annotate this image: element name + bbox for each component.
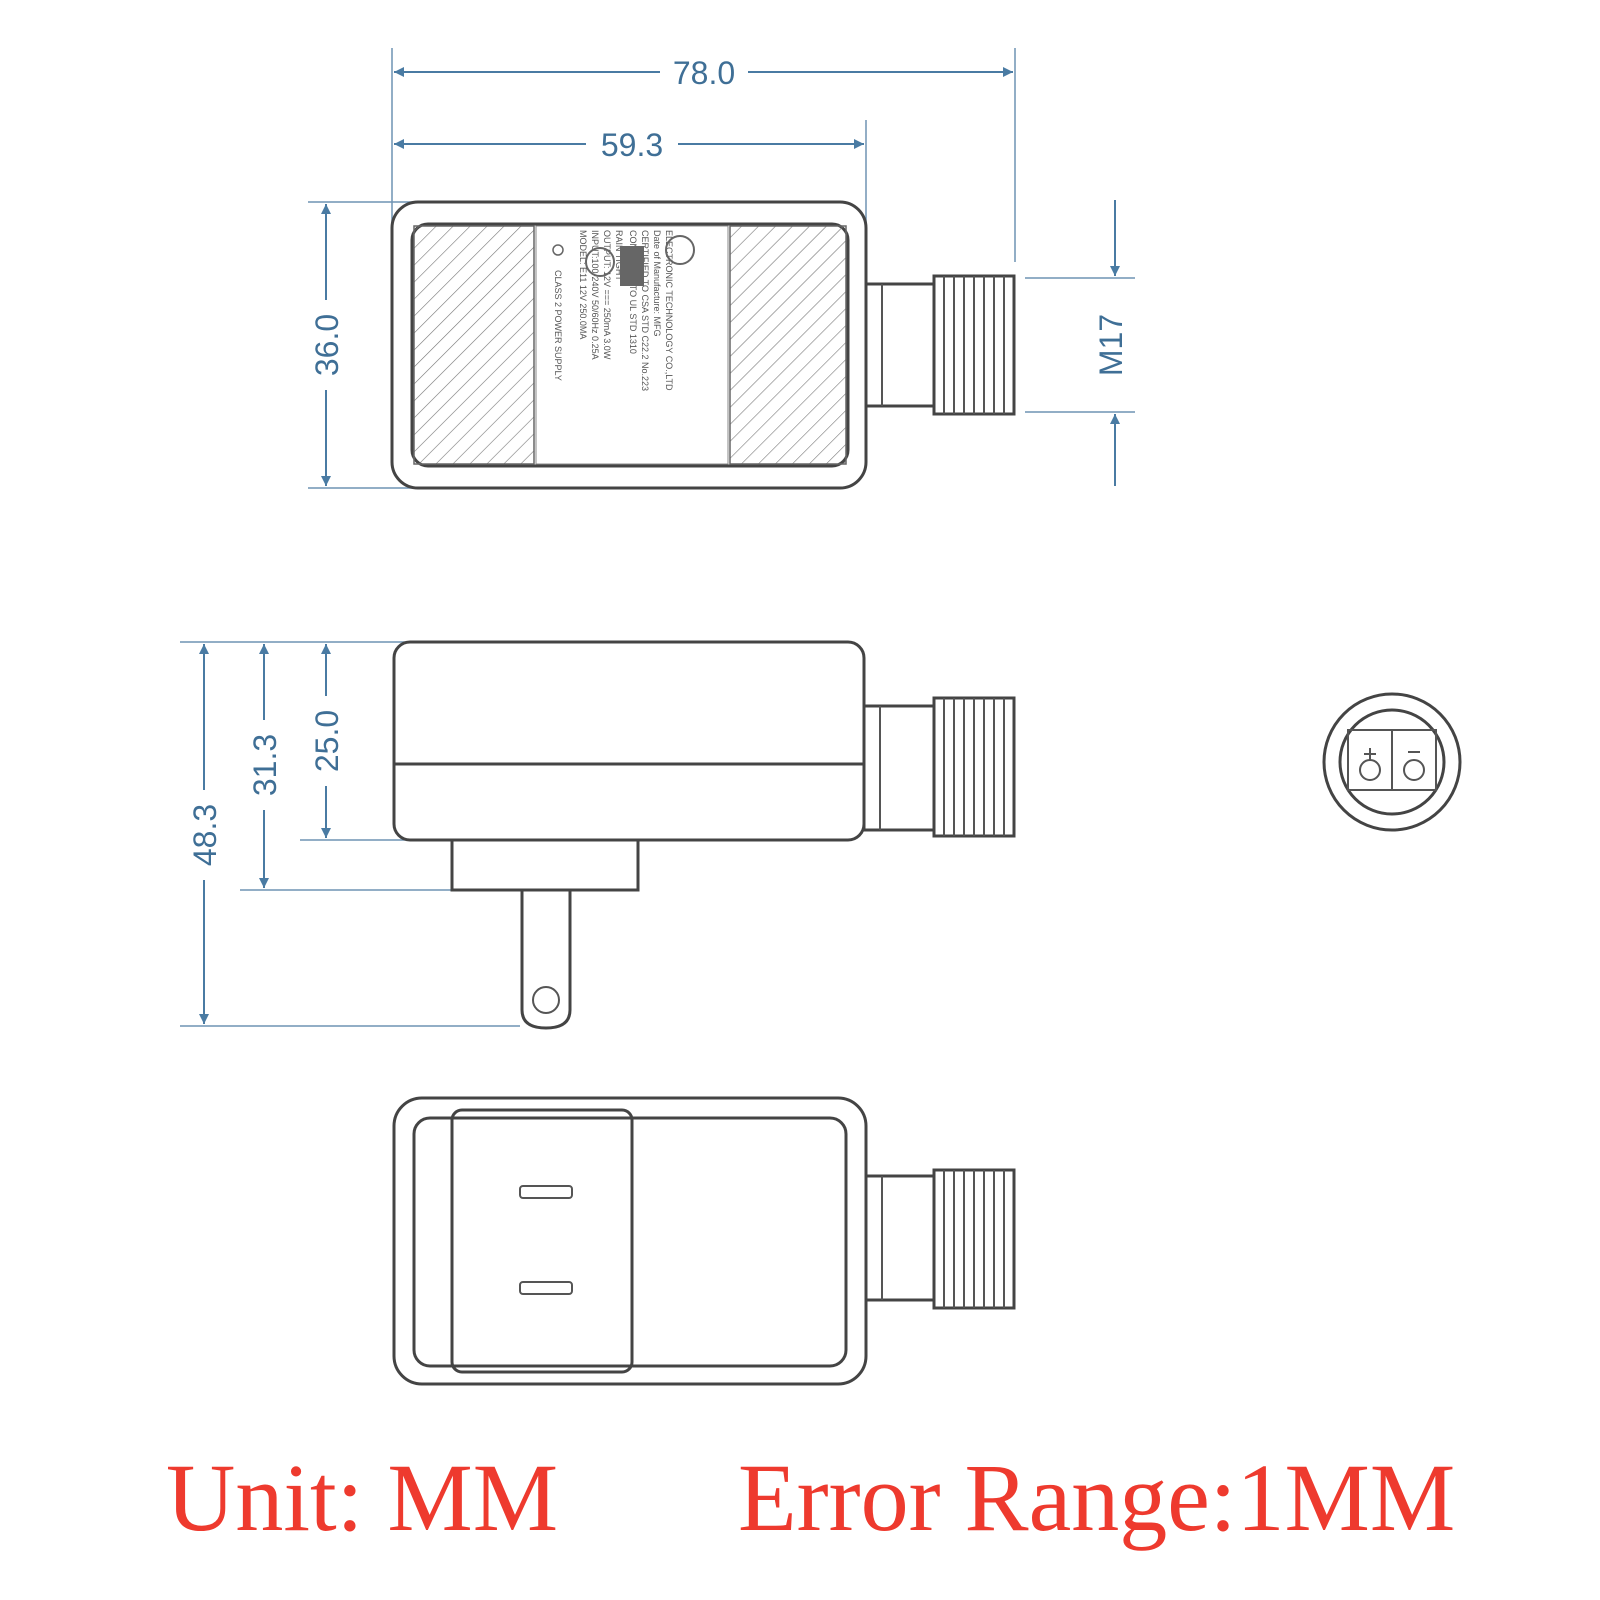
- plug-blade-slot: [519, 1281, 573, 1295]
- dimension-overall-height: 48.3: [187, 804, 223, 866]
- ul-mark-icon: [585, 247, 615, 277]
- unit-label: Unit: MM: [166, 1444, 558, 1551]
- top-view: 78.0 59.3 36.0 M17 CLASS 2 POWER SUPPLY …: [308, 48, 1135, 490]
- energy-efficiency-mark-icon: [620, 246, 644, 286]
- dimension-height-with-plug-base: 31.3: [247, 734, 283, 796]
- svg-text:RAIN TIGHT: RAIN TIGHT: [614, 230, 624, 281]
- svg-text:MODEL: E11 12V 250.0MA: MODEL: E11 12V 250.0MA: [578, 230, 588, 339]
- svg-text:CLASS 2 POWER SUPPLY: CLASS 2 POWER SUPPLY: [553, 270, 563, 381]
- svg-text:ELECTRONIC TECHNOLOGY CO.,LTD: ELECTRONIC TECHNOLOGY CO.,LTD: [664, 230, 674, 391]
- bottom-view: [392, 1096, 1016, 1386]
- svg-text:CERTIFIED TO CSA STD C22.2 No.: CERTIFIED TO CSA STD C22.2 No.223: [640, 230, 650, 391]
- connector-thread: [932, 696, 1016, 838]
- connector-thread: [932, 274, 1016, 416]
- positive-pin-icon: [1359, 748, 1381, 781]
- dimension-body-height: 25.0: [309, 710, 345, 772]
- error-range-label: Error Range:1MM: [738, 1444, 1455, 1551]
- svg-text:Date of Manufacture: MFG: Date of Manufacture: MFG: [652, 230, 662, 337]
- plug-blade-slot: [519, 1185, 573, 1199]
- plug-prong: [520, 890, 572, 1030]
- led-indicator-icon: [552, 244, 564, 256]
- dimension-body-length: 59.3: [601, 127, 663, 163]
- rating-label: CLASS 2 POWER SUPPLY MODEL: E11 12V 250.…: [535, 225, 729, 465]
- dimension-body-width: 36.0: [309, 314, 345, 376]
- side-view: 48.3 31.3 25.0: [180, 640, 1016, 1030]
- dimension-thread: M17: [1093, 314, 1129, 376]
- connector-thread: [932, 1168, 1016, 1310]
- svg-text:INPUT:100-240V 50/60Hz 0.25A: INPUT:100-240V 50/60Hz 0.25A: [590, 230, 600, 360]
- svg-text:CONFORMS TO UL STD 1310: CONFORMS TO UL STD 1310: [628, 230, 638, 354]
- connector-end-view: [1322, 692, 1462, 832]
- svg-text:OUTPUT: 12V === 250mA 3.0W: OUTPUT: 12V === 250mA 3.0W: [602, 230, 612, 360]
- dimension-total-length: 78.0: [673, 55, 735, 91]
- negative-pin-icon: [1403, 751, 1425, 781]
- certification-mark-icon: [665, 235, 695, 265]
